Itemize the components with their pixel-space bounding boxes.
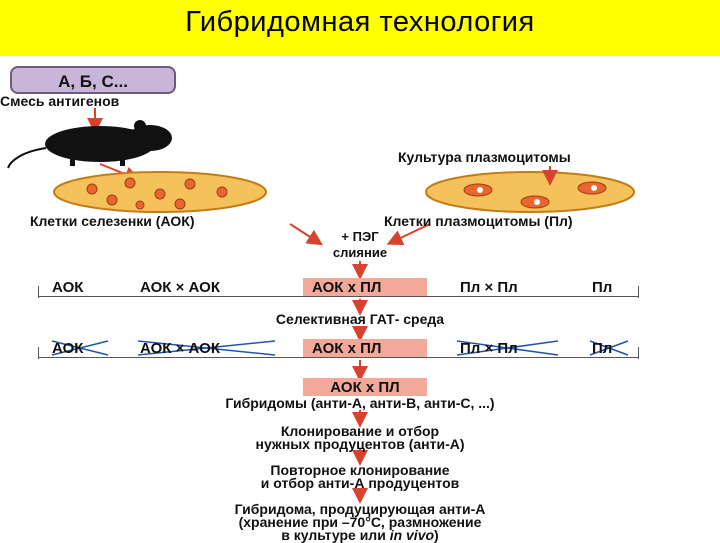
hybridoma-diagram: А, Б, С... Смесь антигенов Культура плаз… [0, 56, 720, 542]
row1-item-aok-pl: АОК х ПЛ [312, 279, 382, 296]
row2-item-aok-pl: АОК х ПЛ [312, 340, 382, 357]
antigen-mix-label: Смесь антигенов [0, 93, 120, 109]
row2-item-aok-aok: АОК × АОК [140, 340, 221, 357]
final-line-3: в культуре или in vivo) [110, 528, 610, 542]
selective-medium-label: Селективная ГАТ- среда [275, 311, 445, 327]
row2-line [38, 357, 638, 358]
slide-title: Гибридомная технология [185, 6, 535, 38]
spleen-dish-icon [53, 171, 267, 213]
plasmacytoma-dish-icon [425, 171, 635, 213]
cloning-line-1: Клонирование и отбор [280, 423, 440, 439]
row2-highlight [303, 339, 427, 357]
hybrid-highlight [303, 378, 427, 396]
row1-highlight [303, 278, 427, 296]
diagram-graphics [7, 108, 635, 504]
title-bar: Гибридомная технология [0, 0, 720, 56]
final-line-3-text: в культуре или [281, 527, 390, 543]
row1-item-pl-pl: Пл × Пл [460, 279, 518, 296]
arrow-plasma-fusion [386, 223, 431, 245]
hybridomas-label: Гибридомы (анти-А, анти-В, анти-С, ...) [225, 395, 495, 411]
row2-item-pl-pl: Пл × Пл [460, 340, 518, 357]
antigens-label: А, Б, С... [58, 72, 128, 91]
plasmacytoma-culture-label: Культура плазмоцитомы [398, 149, 571, 165]
recloning-line-1: Повторное клонирование [270, 462, 450, 478]
final-line-2: (хранение при –70°С, размножение [238, 514, 482, 530]
hybrid-label: АОК х ПЛ [330, 379, 400, 396]
row1-item-pl: Пл [592, 279, 613, 296]
final-line-1: Гибридома, продуцирующая анти-А [234, 501, 486, 517]
peg-label: + ПЭГ [341, 229, 379, 244]
antigens-box: А, Б, С... [10, 66, 176, 94]
row1-line [38, 296, 638, 297]
row1-item-aok-aok: АОК × АОК [140, 279, 221, 296]
plasmacytoma-cells-label: Клетки плазмоцитомы (Пл) [384, 213, 573, 229]
mouse-icon [7, 120, 172, 169]
strike-through-marks [51, 340, 629, 356]
fusion-label: слияние [332, 245, 388, 260]
arrow-spleen-fusion [289, 223, 324, 246]
row2-item-pl: Пл [592, 340, 613, 357]
row1-item-aok: АОК [52, 279, 84, 296]
final-line-3-italic: in vivo [389, 527, 435, 543]
final-line-3-close: ) [434, 527, 439, 543]
spleen-cells-label: Клетки селезенки (АОК) [30, 213, 195, 229]
recloning-line-2: и отбор анти-А продуцентов [260, 475, 460, 491]
row2-item-aok: АОК [52, 340, 84, 357]
cloning-line-2: нужных продуцентов (анти-А) [255, 436, 465, 452]
